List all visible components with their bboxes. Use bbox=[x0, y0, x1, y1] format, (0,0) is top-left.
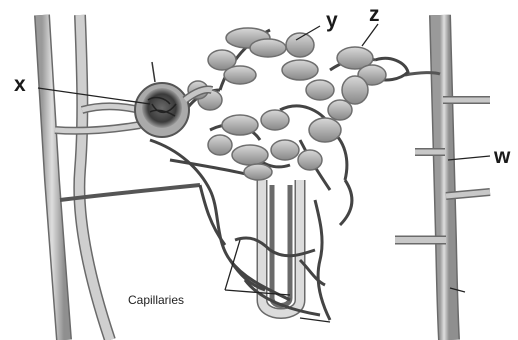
collecting-duct bbox=[395, 15, 490, 340]
label-z: z bbox=[369, 4, 380, 25]
label-capillaries: Capillaries bbox=[128, 294, 184, 306]
convoluted-tubules bbox=[188, 28, 386, 180]
left-vessels bbox=[42, 15, 200, 340]
label-y: y bbox=[326, 10, 338, 31]
label-x: x bbox=[14, 74, 26, 95]
label-w: w bbox=[494, 146, 510, 167]
